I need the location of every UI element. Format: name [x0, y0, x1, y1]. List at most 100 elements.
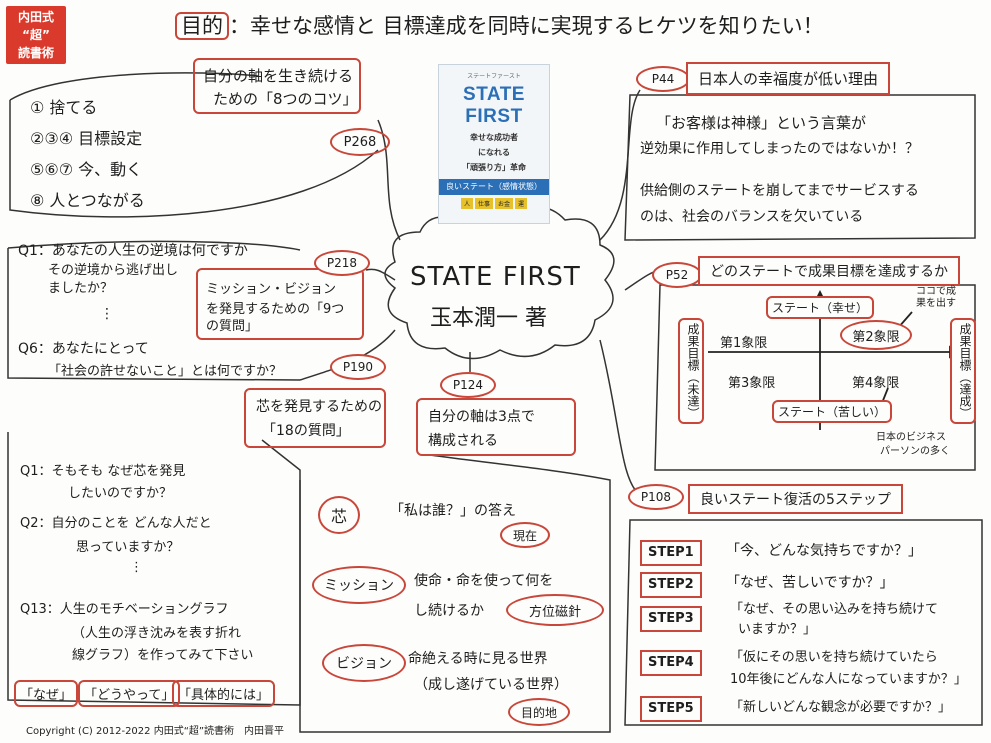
step-label: STEP2: [640, 572, 702, 598]
page-badge-p52: P52: [652, 262, 702, 288]
book-sub-2: になれる: [478, 148, 510, 157]
steps-heading: 良いステート復活の5ステップ: [688, 484, 903, 514]
key-mission: ミッション: [312, 566, 406, 604]
logo-line-2: “超”: [22, 28, 50, 42]
quadrant-1-label: 第1象限: [720, 336, 768, 351]
goal-text: ：幸せな感情と 目標達成を同時に実現するヒケツを知りたい！: [229, 14, 824, 38]
question-q13-cont: 線グラフ）を作ってみて下さい: [72, 648, 254, 663]
vision-text: 命絶える時に見る世界: [408, 651, 548, 667]
tip-item: ⑧ 人とつながる: [30, 191, 145, 210]
tip-item: ⑤⑥⑦ 今、動く: [30, 160, 143, 179]
axis-right-label: 成果目標（達成）: [950, 318, 976, 424]
book-title: STATE FIRST: [463, 84, 525, 127]
question-q2: Q2：自分のことを どんな人だと: [20, 516, 212, 531]
note-japan-2: パーソンの多く: [880, 446, 950, 457]
center-title: STATE FIRST: [410, 262, 581, 292]
eighteen-questions-heading-1: 芯を発見するための: [256, 399, 382, 415]
copyright-text: Copyright (C) 2012-2022 内田式“超”読書術 内田晋平: [26, 726, 285, 737]
note-japan-1: 日本のビジネス: [876, 432, 946, 443]
happiness-line: 逆効果に作用してしまったのではないか！？: [640, 141, 920, 157]
page-badge-p108: P108: [628, 484, 684, 510]
keyword-how: 「どうやって」: [78, 680, 181, 707]
book-sub-1: 幸せな成功者: [470, 133, 518, 142]
book-sub-3: 「頑張り方」革命: [462, 163, 526, 172]
tip-item: ① 捨てる: [30, 98, 98, 117]
goal-label: 目的: [175, 12, 229, 40]
happiness-line: 「お客様は神様」という言葉が: [656, 114, 867, 132]
quadrant-3-label: 第3象限: [728, 376, 776, 391]
eight-tips-heading-2: ための「8つのコツ」: [213, 90, 358, 108]
page-badge-p268: P268: [330, 128, 390, 156]
page-badge-p124: P124: [440, 372, 496, 398]
eight-tips-heading-1: 自分の軸を生き続ける: [203, 67, 354, 85]
book-tag: お金: [495, 198, 514, 209]
quadrant-2-label: 第2象限: [840, 320, 912, 350]
tag-destination: 目的地: [508, 698, 570, 726]
book-tags: 人 仕事 お金 運: [439, 198, 549, 209]
step-label: STEP4: [640, 650, 702, 676]
core-text: 「私は誰？」の答え: [390, 503, 516, 519]
brand-logo: 内田式 “超” 読書術: [6, 6, 66, 64]
axis-left-label: 成果目標（未達）: [678, 318, 704, 424]
question-q13: Q13：人生のモチベーショングラフ: [20, 602, 229, 617]
step-text: 「今、どんな気持ちですか？」: [726, 543, 922, 559]
page-badge-p190: P190: [330, 354, 386, 380]
mission-text-cont: し続けるか: [414, 603, 484, 619]
book-tag: 人: [460, 198, 473, 209]
quadrant-4-label: 第4象限: [852, 376, 900, 391]
keyword-specifically: 「具体的には」: [172, 680, 276, 707]
ellipsis: ⋮: [100, 306, 114, 322]
key-core: 芯: [318, 496, 360, 534]
question-q1: Q1：そもそも なぜ芯を発見: [20, 464, 186, 479]
happiness-line: 供給側のステートを崩してまでサービスする: [640, 183, 919, 199]
book-band: 良いステート（感情状態）: [439, 179, 549, 195]
three-points-heading-1: 自分の軸は3点で: [428, 409, 535, 425]
page-badge-p218: P218: [314, 250, 370, 276]
three-points-heading-2: 構成される: [428, 433, 498, 449]
step-text: 「仮にその思いを持ち続けていたら: [730, 650, 938, 665]
keyword-why: 「なぜ」: [14, 680, 79, 707]
nine-questions-box: ミッション・ビジョン を発見するための「9つの質問」: [196, 268, 364, 340]
tag-compass: 方位磁針: [506, 594, 604, 626]
book-cover: ステートファースト STATE FIRST 幸せな成功者 になれる 「頑張り方」…: [438, 64, 550, 224]
question-q6: Q6：あなたにとって: [18, 341, 149, 357]
nine-questions-heading-2: を発見するための「9つの質問」: [206, 302, 345, 334]
mission-text: 使命・命を使って何を: [414, 573, 554, 589]
step-label: STEP5: [640, 696, 702, 722]
page-badge-p44: P44: [636, 66, 690, 92]
goal-statement: 目的：幸せな感情と 目標達成を同時に実現するヒケツを知りたい！: [175, 10, 824, 40]
step-text-cont: 10年後にどんな人になっていますか？」: [730, 672, 967, 687]
key-vision: ビジョン: [322, 644, 406, 682]
eighteen-questions-heading-2: 「18の質問」: [262, 423, 350, 439]
axis-top-label: ステート（幸せ）: [766, 296, 875, 319]
vision-text-cont: （成し遂げている世界）: [414, 677, 568, 693]
book-tag: 仕事: [474, 198, 493, 209]
eight-tips-box: 自分の軸を生き続ける ための「8つのコツ」: [193, 58, 361, 114]
step-text: 「新しいどんな観念が必要ですか？」: [730, 700, 952, 715]
step-text: 「なぜ、苦しいですか？」: [726, 575, 894, 591]
logo-line-3: 読書術: [17, 46, 54, 60]
axis-bottom-label: ステート（苦しい）: [772, 400, 893, 423]
tip-item: ②③④ 目標設定: [30, 129, 143, 148]
happiness-heading: 日本人の幸福度が低い理由: [686, 62, 891, 95]
eighteen-questions-box: 芯を発見するための 「18の質問」: [244, 388, 386, 448]
quadrant-heading: どのステートで成果目標を達成するか: [698, 256, 960, 286]
step-label: STEP1: [640, 540, 702, 566]
book-kana: ステートファースト: [467, 73, 521, 80]
tag-present: 現在: [500, 522, 550, 548]
ellipsis: ⋮: [130, 560, 143, 575]
question-q6-followup: 「社会の許せないこと」とは何ですか？: [48, 364, 283, 379]
three-points-box: 自分の軸は3点で 構成される: [416, 398, 576, 456]
happiness-line: のは、社会のバランスを欠いている: [640, 209, 864, 225]
nine-questions-heading-1: ミッション・ビジョン: [206, 282, 337, 297]
step-text: 「なぜ、その思い込みを持ち続けて: [730, 602, 939, 617]
question-q1-cont: したいのですか？: [68, 486, 173, 501]
question-q13-cont: （人生の浮き沈みを表す折れ: [72, 626, 242, 641]
question-q1: Q1：あなたの人生の逆境は何ですか: [18, 243, 248, 259]
question-q1-followup: その逆境から逃げ出しましたか？: [48, 263, 179, 296]
note-target: ココで成果を出す: [916, 286, 956, 309]
center-author: 玉本潤一 著: [430, 306, 547, 331]
question-q2-cont: 思っていますか？: [76, 540, 180, 555]
logo-line-1: 内田式: [17, 10, 54, 24]
book-tag: 運: [515, 198, 528, 209]
